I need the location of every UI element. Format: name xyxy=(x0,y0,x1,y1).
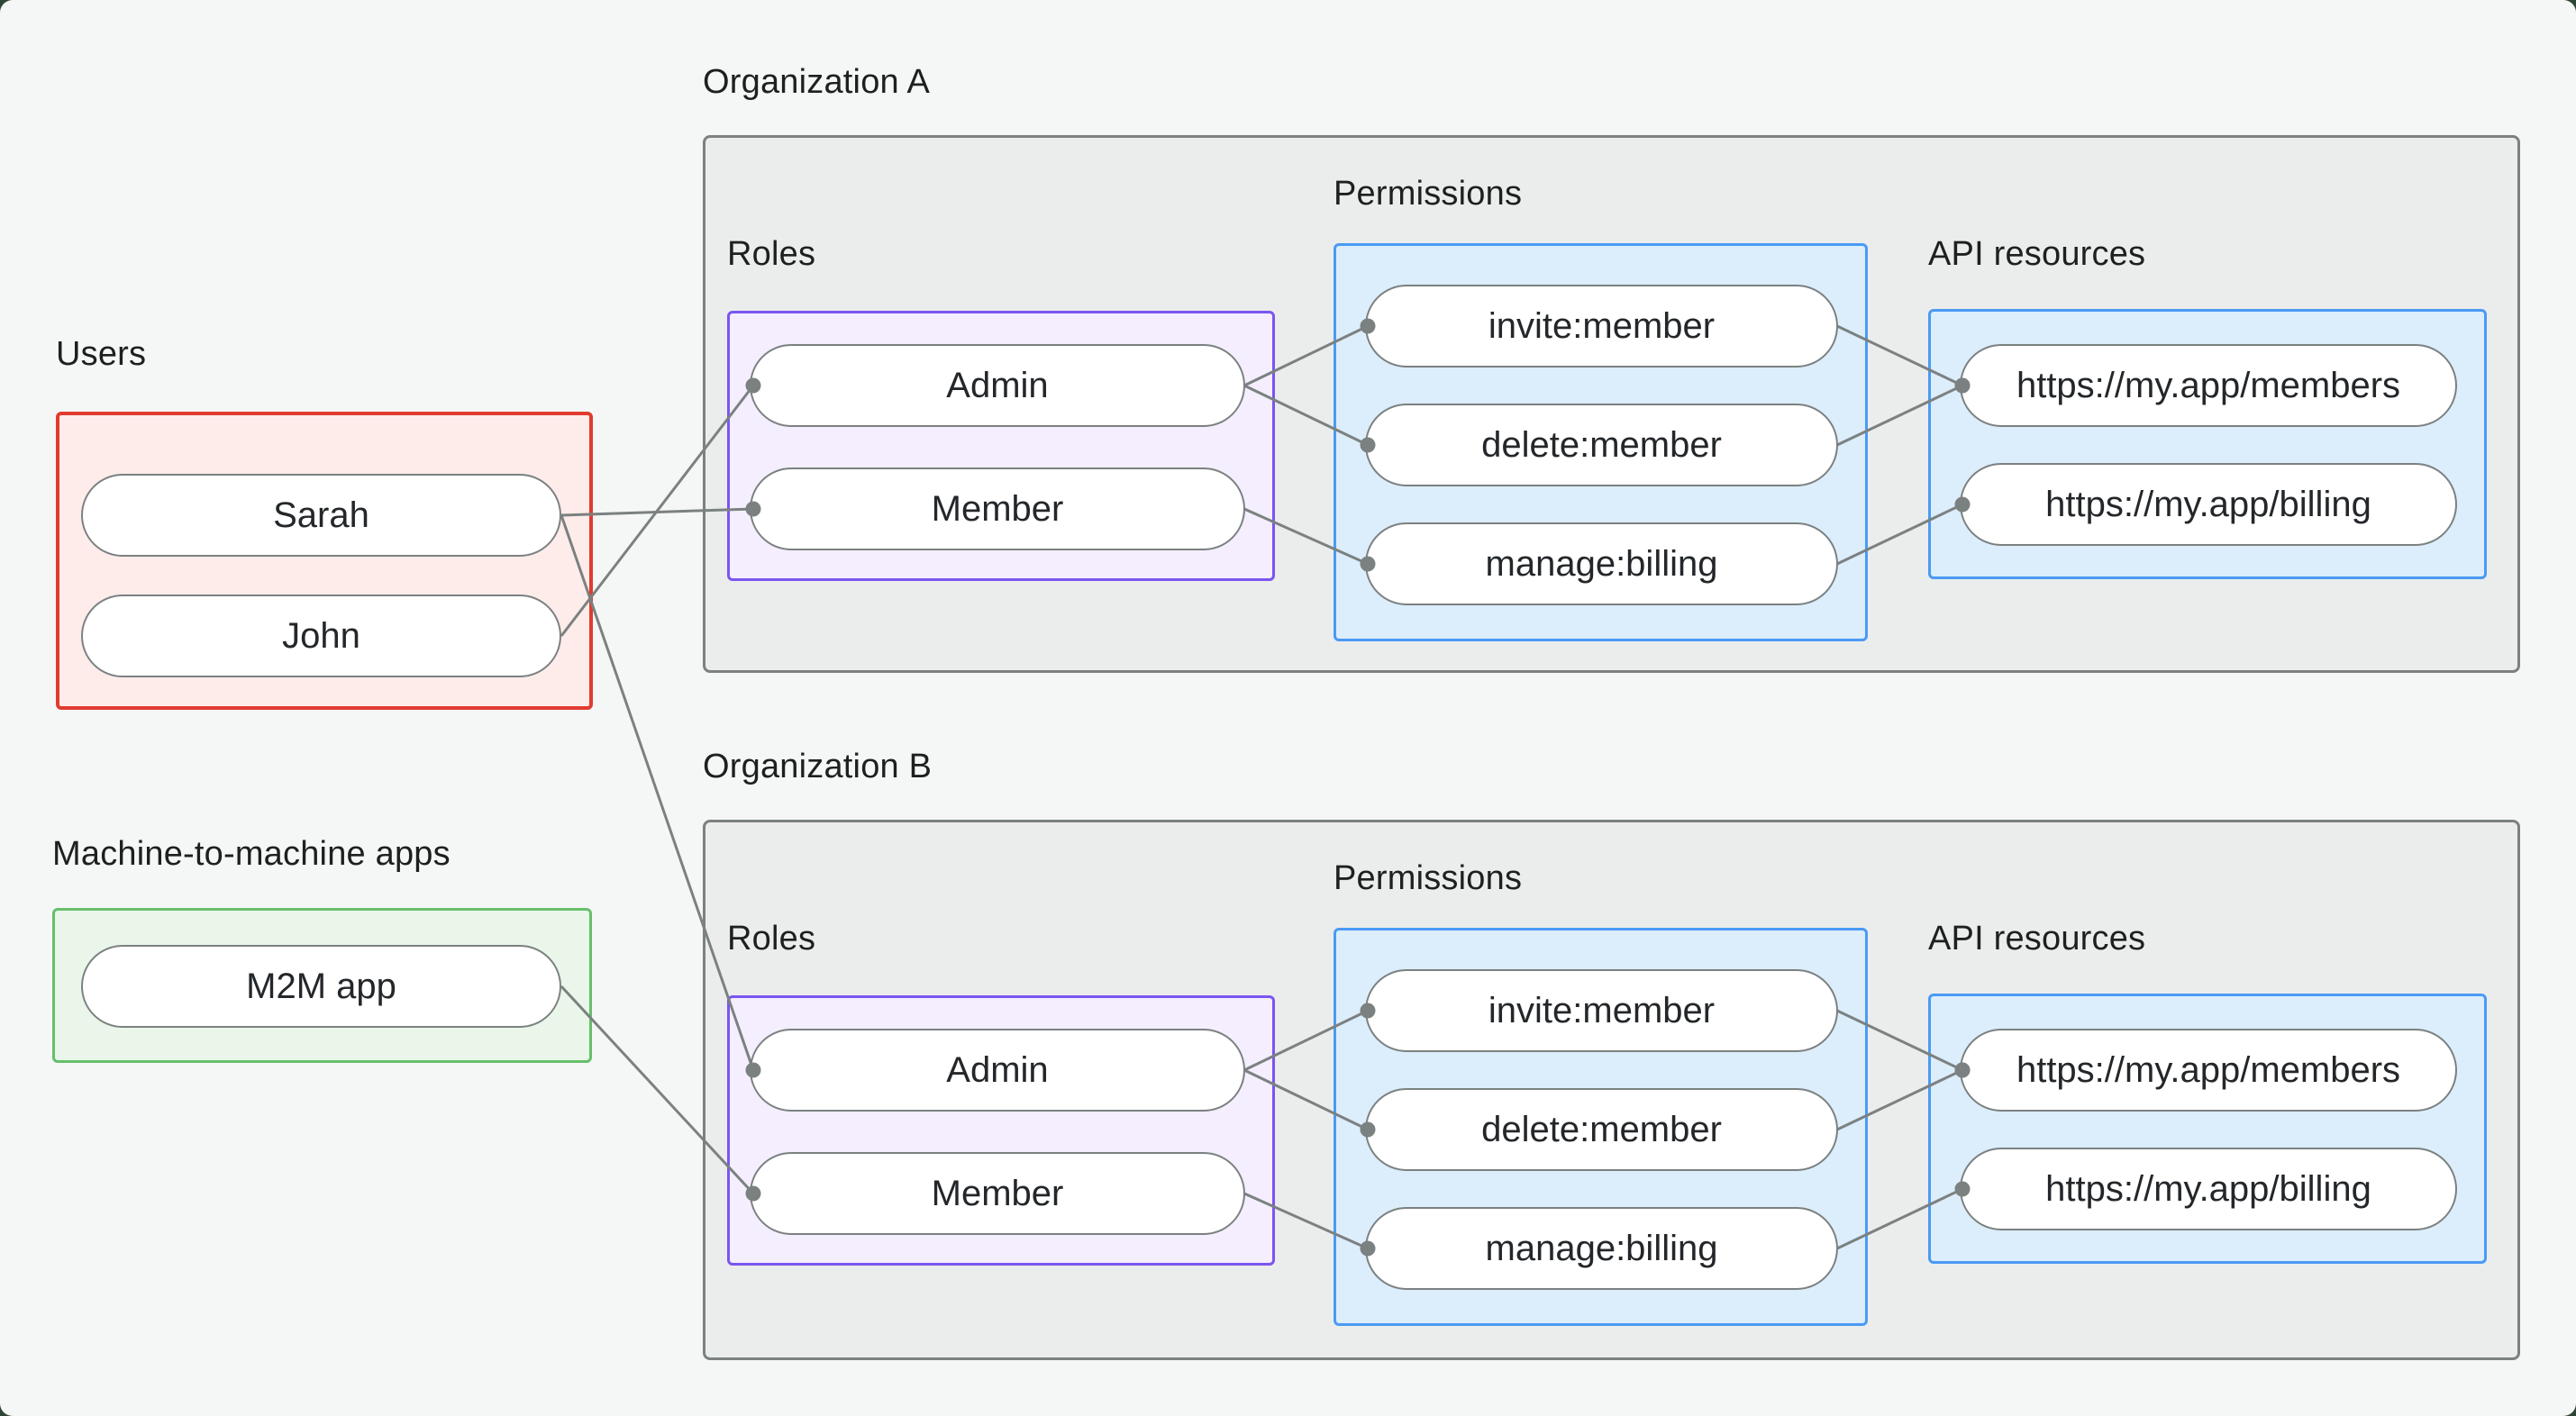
node-user-sarah: Sarah xyxy=(81,474,561,557)
node-m2m-app: M2M app xyxy=(81,945,561,1028)
node-user-john: John xyxy=(81,595,561,677)
node-orgA-permission-manage-billing: manage:billing xyxy=(1365,522,1838,605)
node-orgB-api-billing: https://my.app/billing xyxy=(1960,1148,2457,1230)
node-orgA-role-admin: Admin xyxy=(750,344,1245,427)
node-orgB-permission-delete-member: delete:member xyxy=(1365,1088,1838,1171)
node-orgA-permission-delete-member: delete:member xyxy=(1365,404,1838,486)
m2m-apps-group-label: Machine-to-machine apps xyxy=(52,834,451,873)
node-orgB-role-member: Member xyxy=(750,1152,1245,1235)
users-group-label: Users xyxy=(56,334,147,373)
organization-b-roles-label: Roles xyxy=(727,919,816,958)
node-orgB-api-members: https://my.app/members xyxy=(1960,1029,2457,1112)
node-orgB-permission-invite-member: invite:member xyxy=(1365,969,1838,1052)
organization-a-permissions-label: Permissions xyxy=(1334,174,1523,213)
node-orgA-api-billing: https://my.app/billing xyxy=(1960,463,2457,546)
organization-a-title: Organization A xyxy=(703,62,931,101)
organization-a-api-resources-label: API resources xyxy=(1928,234,2146,273)
organization-b-api-resources-label: API resources xyxy=(1928,919,2146,958)
organization-b-title: Organization B xyxy=(703,747,933,785)
node-orgA-api-members: https://my.app/members xyxy=(1960,344,2457,427)
node-orgB-role-admin: Admin xyxy=(750,1029,1245,1112)
node-orgA-role-member: Member xyxy=(750,467,1245,550)
node-orgB-permission-manage-billing: manage:billing xyxy=(1365,1207,1838,1290)
node-orgA-permission-invite-member: invite:member xyxy=(1365,285,1838,368)
organization-a-roles-label: Roles xyxy=(727,234,816,273)
organization-b-permissions-label: Permissions xyxy=(1334,858,1523,897)
